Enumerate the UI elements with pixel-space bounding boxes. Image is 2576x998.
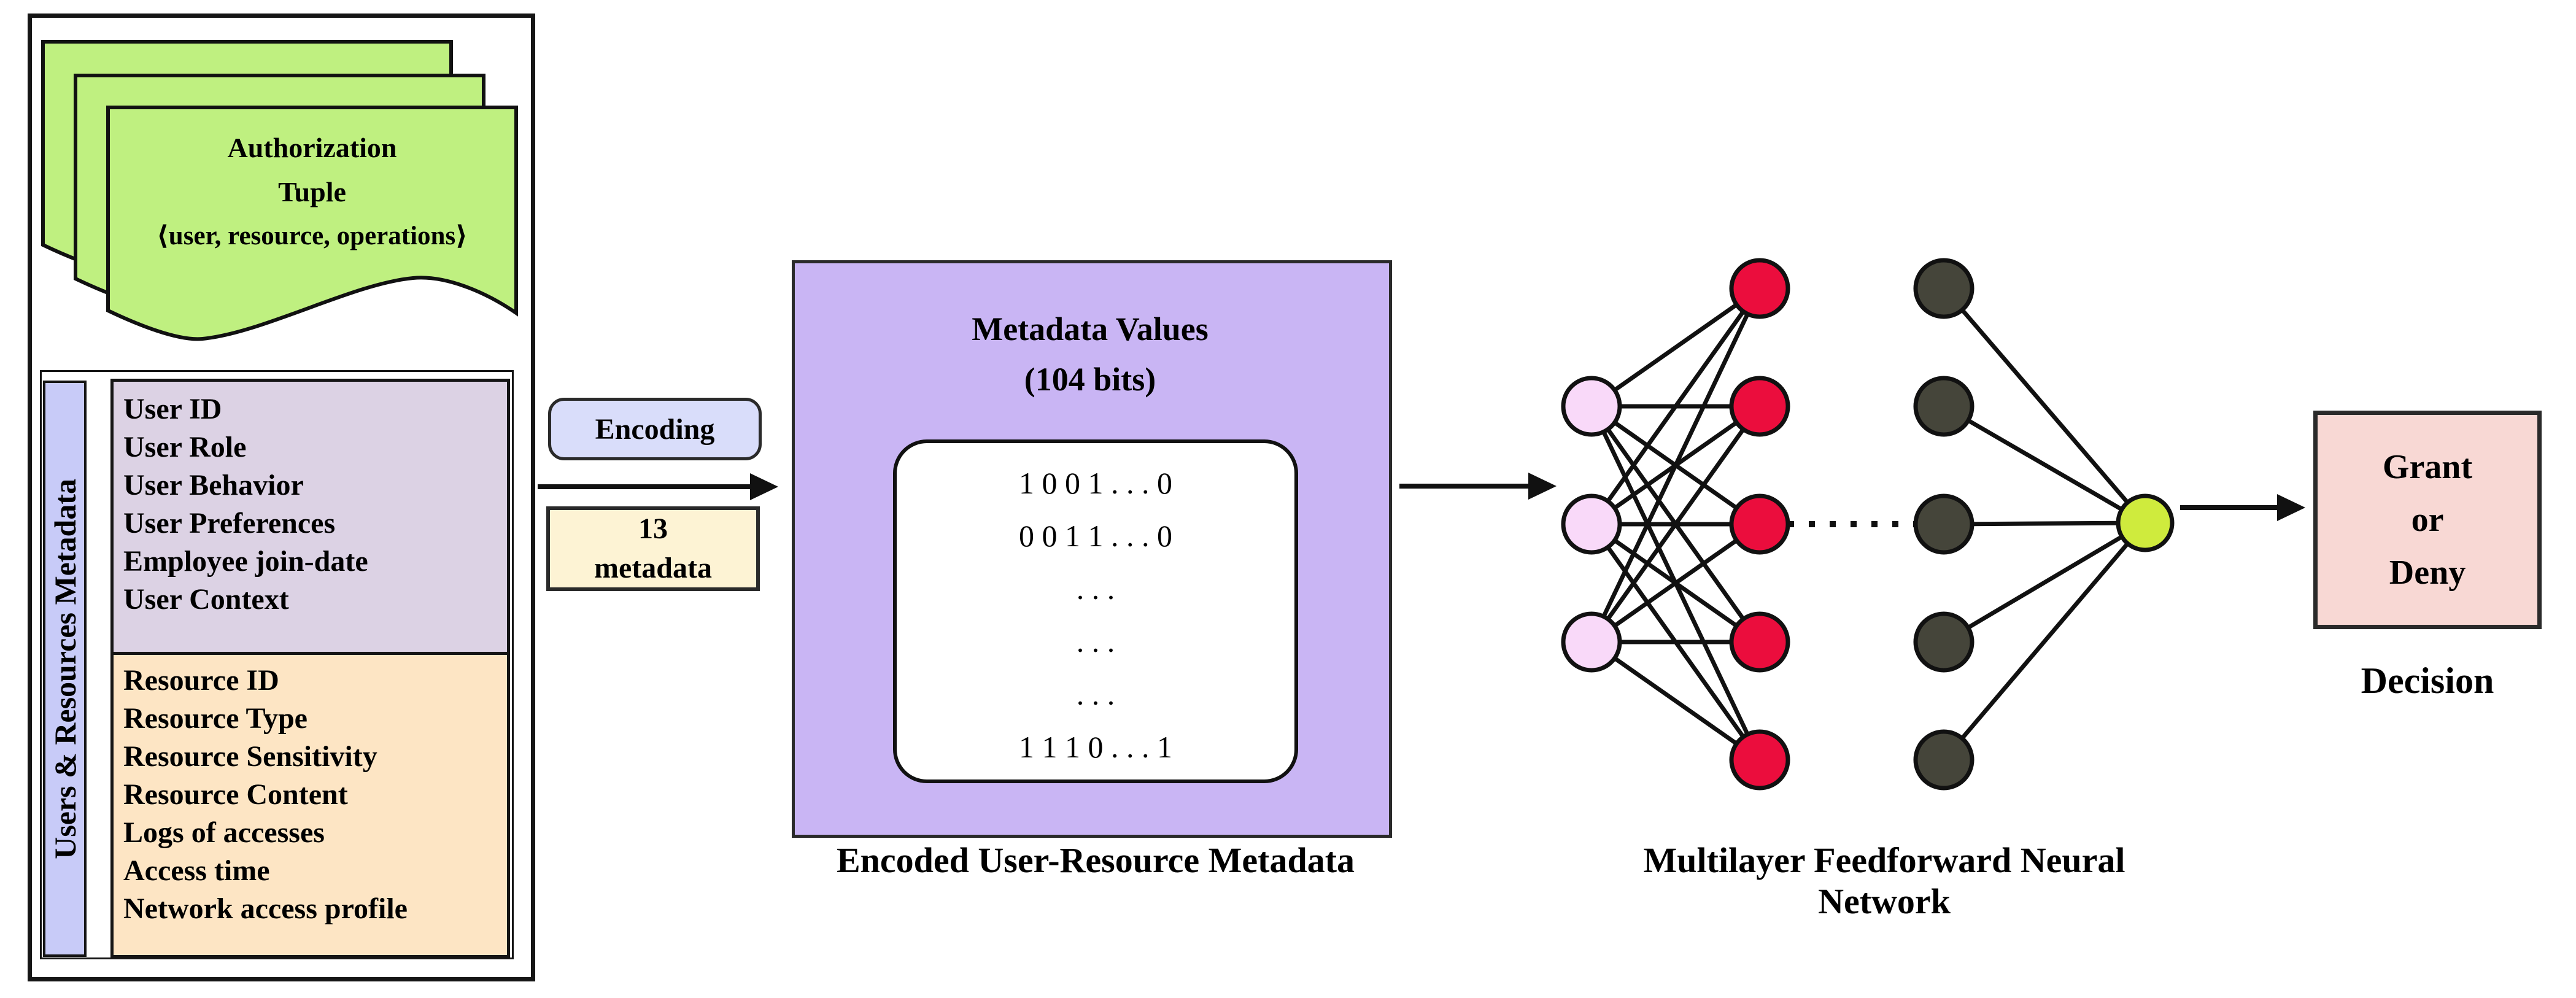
- resource-metadata-item: Resource Sensitivity: [123, 740, 377, 773]
- encoded-metadata-title: Metadata Values (104 bits): [793, 304, 1387, 404]
- encoded-metadata-caption: Encoded User-Resource Metadata: [836, 840, 1355, 880]
- users-resources-panel: [28, 14, 535, 981]
- hidden2-node-2: [1913, 376, 1975, 437]
- document-page-front: [106, 106, 518, 341]
- user-metadata-item: User Behavior: [123, 469, 304, 501]
- nn-edges-hidden2-output: [1942, 287, 2147, 762]
- encoding-arrow: [538, 473, 778, 500]
- resource-metadata-box: Resource ID Resource Type Resource Sensi…: [110, 652, 510, 958]
- bit-values-box: 1 0 0 1 . . . 0 0 0 1 1 . . . 0 . . . . …: [893, 439, 1298, 783]
- hidden2-node-4: [1913, 611, 1975, 673]
- neural-network-caption: Multilayer Feedforward Neural Network: [1643, 840, 2125, 921]
- decision-line2: or: [2411, 501, 2444, 539]
- input-node-2: [1561, 493, 1622, 555]
- resource-metadata-item: Resource ID: [123, 664, 279, 697]
- input-node-3: [1561, 611, 1622, 673]
- encoded-metadata-title-line1: Metadata Values: [972, 311, 1209, 347]
- nn-input-arrowhead-icon: [1528, 473, 1557, 500]
- bit-row: . . .: [1076, 677, 1115, 711]
- hidden1-node-2: [1729, 376, 1790, 437]
- nn-input-arrow: [1399, 473, 1557, 500]
- bit-row: 1 0 0 1 . . . 0: [1019, 466, 1172, 500]
- authorization-tuple-line1: Authorization: [227, 132, 397, 163]
- nn-hidden-layer-1: [1729, 258, 1790, 791]
- nn-hidden-layer-2: [1913, 258, 1975, 791]
- decision-caption: Decision: [2361, 660, 2494, 701]
- hidden2-node-3: [1913, 493, 1975, 555]
- bit-row: . . .: [1076, 571, 1115, 606]
- authorization-tuple-label: Authorization Tuple ⟨user, resource, ope…: [108, 126, 516, 258]
- decision-line3: Deny: [2389, 554, 2466, 592]
- hidden2-node-1: [1913, 258, 1975, 319]
- hidden1-node-5: [1729, 729, 1790, 791]
- bit-row: 1 1 1 0 . . . 1: [1019, 730, 1172, 764]
- authorization-tuple-line2: Tuple: [278, 176, 346, 207]
- user-metadata-item: User ID: [123, 393, 222, 425]
- bit-row: 0 0 1 1 . . . 0: [1019, 519, 1172, 553]
- input-node-1: [1561, 376, 1622, 437]
- user-metadata-box: User ID User Role User Behavior User Pre…: [110, 379, 510, 660]
- user-metadata-item: Employee join-date: [123, 545, 368, 578]
- encoding-arrowhead-icon: [750, 473, 778, 500]
- metadata-count-line2: metadata: [594, 552, 712, 584]
- hidden1-node-1: [1729, 258, 1790, 319]
- metadata-sidebar-label: Users & Resources Metadata: [47, 478, 82, 859]
- decision-arrowhead-icon: [2277, 494, 2305, 521]
- resource-metadata-item: Access time: [123, 854, 270, 887]
- metadata-count-box: 13 metadata: [546, 506, 760, 591]
- hidden2-node-5: [1913, 729, 1975, 791]
- hidden1-node-4: [1729, 611, 1790, 673]
- hidden1-node-3: [1729, 493, 1790, 555]
- encoded-metadata-title-line2: (104 bits): [1024, 361, 1156, 398]
- decision-line1: Grant: [2382, 448, 2473, 486]
- encoding-step-label: Encoding: [595, 412, 715, 446]
- resource-metadata-item: Resource Content: [123, 778, 348, 811]
- document-stack: [41, 40, 518, 341]
- metadata-sidebar-strip: Users & Resources Metadata: [43, 381, 87, 957]
- bit-row: . . .: [1076, 624, 1115, 659]
- user-metadata-item: User Preferences: [123, 507, 336, 540]
- output-node: [2116, 493, 2175, 552]
- decision-box: Grant or Deny: [2313, 411, 2542, 629]
- user-metadata-item: User Role: [123, 431, 247, 463]
- nn-edges-input-hidden1: [1589, 287, 1762, 762]
- authorization-tuple-line3: ⟨user, resource, operations⟩: [157, 222, 468, 250]
- resource-metadata-item: Resource Type: [123, 702, 307, 735]
- resource-metadata-item: Logs of accesses: [123, 816, 325, 849]
- resource-metadata-item: Network access profile: [123, 892, 408, 925]
- metadata-count-line1: 13: [638, 513, 668, 545]
- decision-arrow: [2180, 494, 2305, 521]
- encoding-step-box: Encoding: [548, 398, 762, 460]
- user-metadata-item: User Context: [123, 583, 289, 616]
- nn-input-layer: [1561, 376, 1622, 673]
